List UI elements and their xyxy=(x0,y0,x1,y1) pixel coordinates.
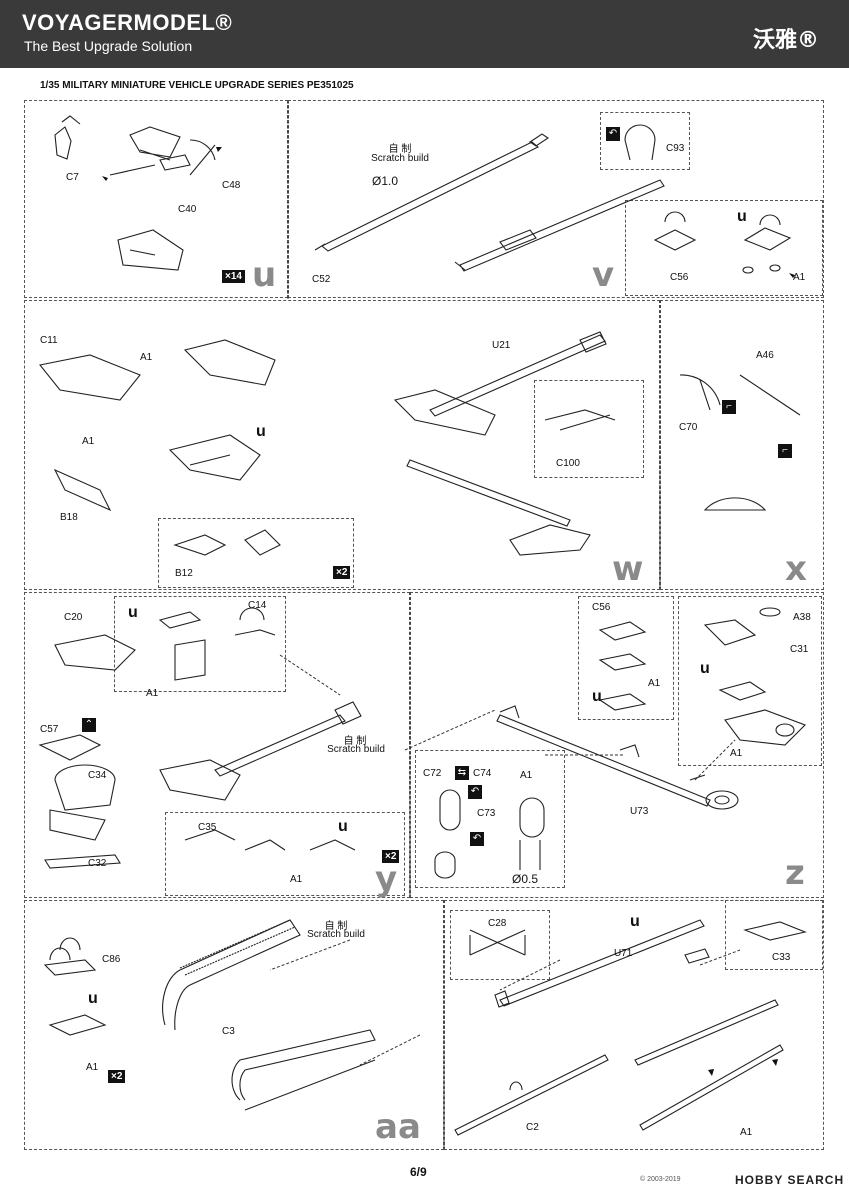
page-number: 6/9 xyxy=(410,1165,427,1179)
panel-label-y: y xyxy=(375,859,398,899)
part-label: C11 xyxy=(40,335,58,346)
subbox-c28 xyxy=(450,910,550,980)
part-label: C74 xyxy=(473,768,492,779)
part-label: C28 xyxy=(488,918,507,929)
part-label: A38 xyxy=(793,612,811,623)
part-label: C14 xyxy=(248,600,267,611)
u-mark: u xyxy=(737,208,747,225)
part-label: C100 xyxy=(556,458,580,469)
bend-icon: ↶ xyxy=(606,127,620,141)
part-label: C73 xyxy=(477,808,496,819)
subbox-c33 xyxy=(725,900,823,970)
part-label: A1 xyxy=(793,272,806,283)
diameter-label: Ø0.5 xyxy=(512,872,539,886)
mult-aa: ×2 xyxy=(108,1070,126,1083)
part-label: C34 xyxy=(88,770,107,781)
mult-w: ×2 xyxy=(333,566,351,579)
part-label: C57 xyxy=(40,724,59,735)
subbox-c100 xyxy=(534,380,644,478)
part-label: C32 xyxy=(88,858,107,869)
subbox-c93 xyxy=(600,112,690,170)
brand-tagline: The Best Upgrade Solution xyxy=(24,38,193,54)
diameter-label: Ø1.0 xyxy=(372,174,399,188)
scratch-cn: 自 制 xyxy=(324,921,348,932)
panel-label-z: z xyxy=(785,853,805,893)
scratch-cn: 自 制 xyxy=(343,736,367,747)
part-label: A1 xyxy=(648,678,661,689)
scratch-en: Scratch build xyxy=(371,153,429,164)
series-title: 1/35 MILITARY MINIATURE VEHICLE UPGRADE … xyxy=(40,80,354,91)
part-label: C86 xyxy=(102,954,121,965)
bend-icon: ⌐ xyxy=(722,400,736,414)
panel-label-aa: aa xyxy=(375,1107,421,1147)
watermark: HOBBY SEARCH xyxy=(735,1173,845,1187)
subbox-c31 xyxy=(678,596,822,766)
part-label: U21 xyxy=(492,340,511,351)
panel-label-v: v xyxy=(592,255,615,295)
part-label: C93 xyxy=(666,143,685,154)
part-label: A1 xyxy=(146,688,159,699)
part-label: A1 xyxy=(730,748,743,759)
u-mark: u xyxy=(338,818,348,835)
part-label: C31 xyxy=(790,644,809,655)
panel-label-x: x xyxy=(785,549,807,589)
mult-y: ×2 xyxy=(382,850,400,863)
u-mark: u xyxy=(88,990,98,1007)
part-label: C7 xyxy=(66,172,79,183)
subbox-c14 xyxy=(114,596,286,692)
scratch-cn: 自 制 xyxy=(388,144,412,155)
u-mark: u xyxy=(256,423,266,440)
bend-icon: ↶ xyxy=(470,832,484,846)
bend-icon: ⌐ xyxy=(778,444,792,458)
part-label: B18 xyxy=(60,512,78,523)
subbox-c56 xyxy=(625,200,823,296)
u-mark: u xyxy=(700,660,710,677)
part-label: A1 xyxy=(520,770,533,781)
part-label: A1 xyxy=(290,874,303,885)
scratch-en: Scratch build xyxy=(327,744,385,755)
subbox-c56z xyxy=(578,596,674,720)
part-label: C35 xyxy=(198,822,217,833)
part-label: C20 xyxy=(64,612,83,623)
scratch-en: Scratch build xyxy=(307,929,365,940)
part-label: C33 xyxy=(772,952,791,963)
panel-label-w: w xyxy=(612,549,644,589)
part-label: C70 xyxy=(679,422,698,433)
u-mark: u xyxy=(630,913,640,930)
part-label: A1 xyxy=(740,1127,753,1138)
part-label: A1 xyxy=(140,352,153,363)
subbox-b12 xyxy=(158,518,354,588)
bend-icon: ↶ xyxy=(468,785,482,799)
brand-logo: VOYAGERMODEL® xyxy=(22,10,233,35)
part-label: A46 xyxy=(756,350,774,361)
part-label: B12 xyxy=(175,568,193,579)
panel-label-u: u xyxy=(252,255,277,295)
bend-icon: ⌃ xyxy=(82,718,96,732)
header-banner: VOYAGERMODEL® The Best Upgrade Solution … xyxy=(0,0,849,68)
mult-u: ×14 xyxy=(222,270,245,283)
part-label: C56 xyxy=(670,272,689,283)
part-label: C52 xyxy=(312,274,331,285)
part-label: A1 xyxy=(86,1062,99,1073)
part-label: A1 xyxy=(82,436,95,447)
u-mark: u xyxy=(592,688,602,705)
part-label: C3 xyxy=(222,1026,235,1037)
copyright: © 2003-2019 xyxy=(640,1176,681,1183)
part-label: C2 xyxy=(526,1122,539,1133)
part-label: C40 xyxy=(178,204,197,215)
part-label: C48 xyxy=(222,180,241,191)
subbox-c35 xyxy=(165,812,405,896)
swap-icon: ⇆ xyxy=(455,766,469,780)
brand-cn: 沃雅® xyxy=(752,28,819,53)
subbox-c72 xyxy=(415,750,565,888)
part-label: U73 xyxy=(630,806,649,817)
u-mark: u xyxy=(128,604,138,621)
part-label: C72 xyxy=(423,768,442,779)
part-label: U71 xyxy=(614,948,633,959)
part-label: C56 xyxy=(592,602,611,613)
